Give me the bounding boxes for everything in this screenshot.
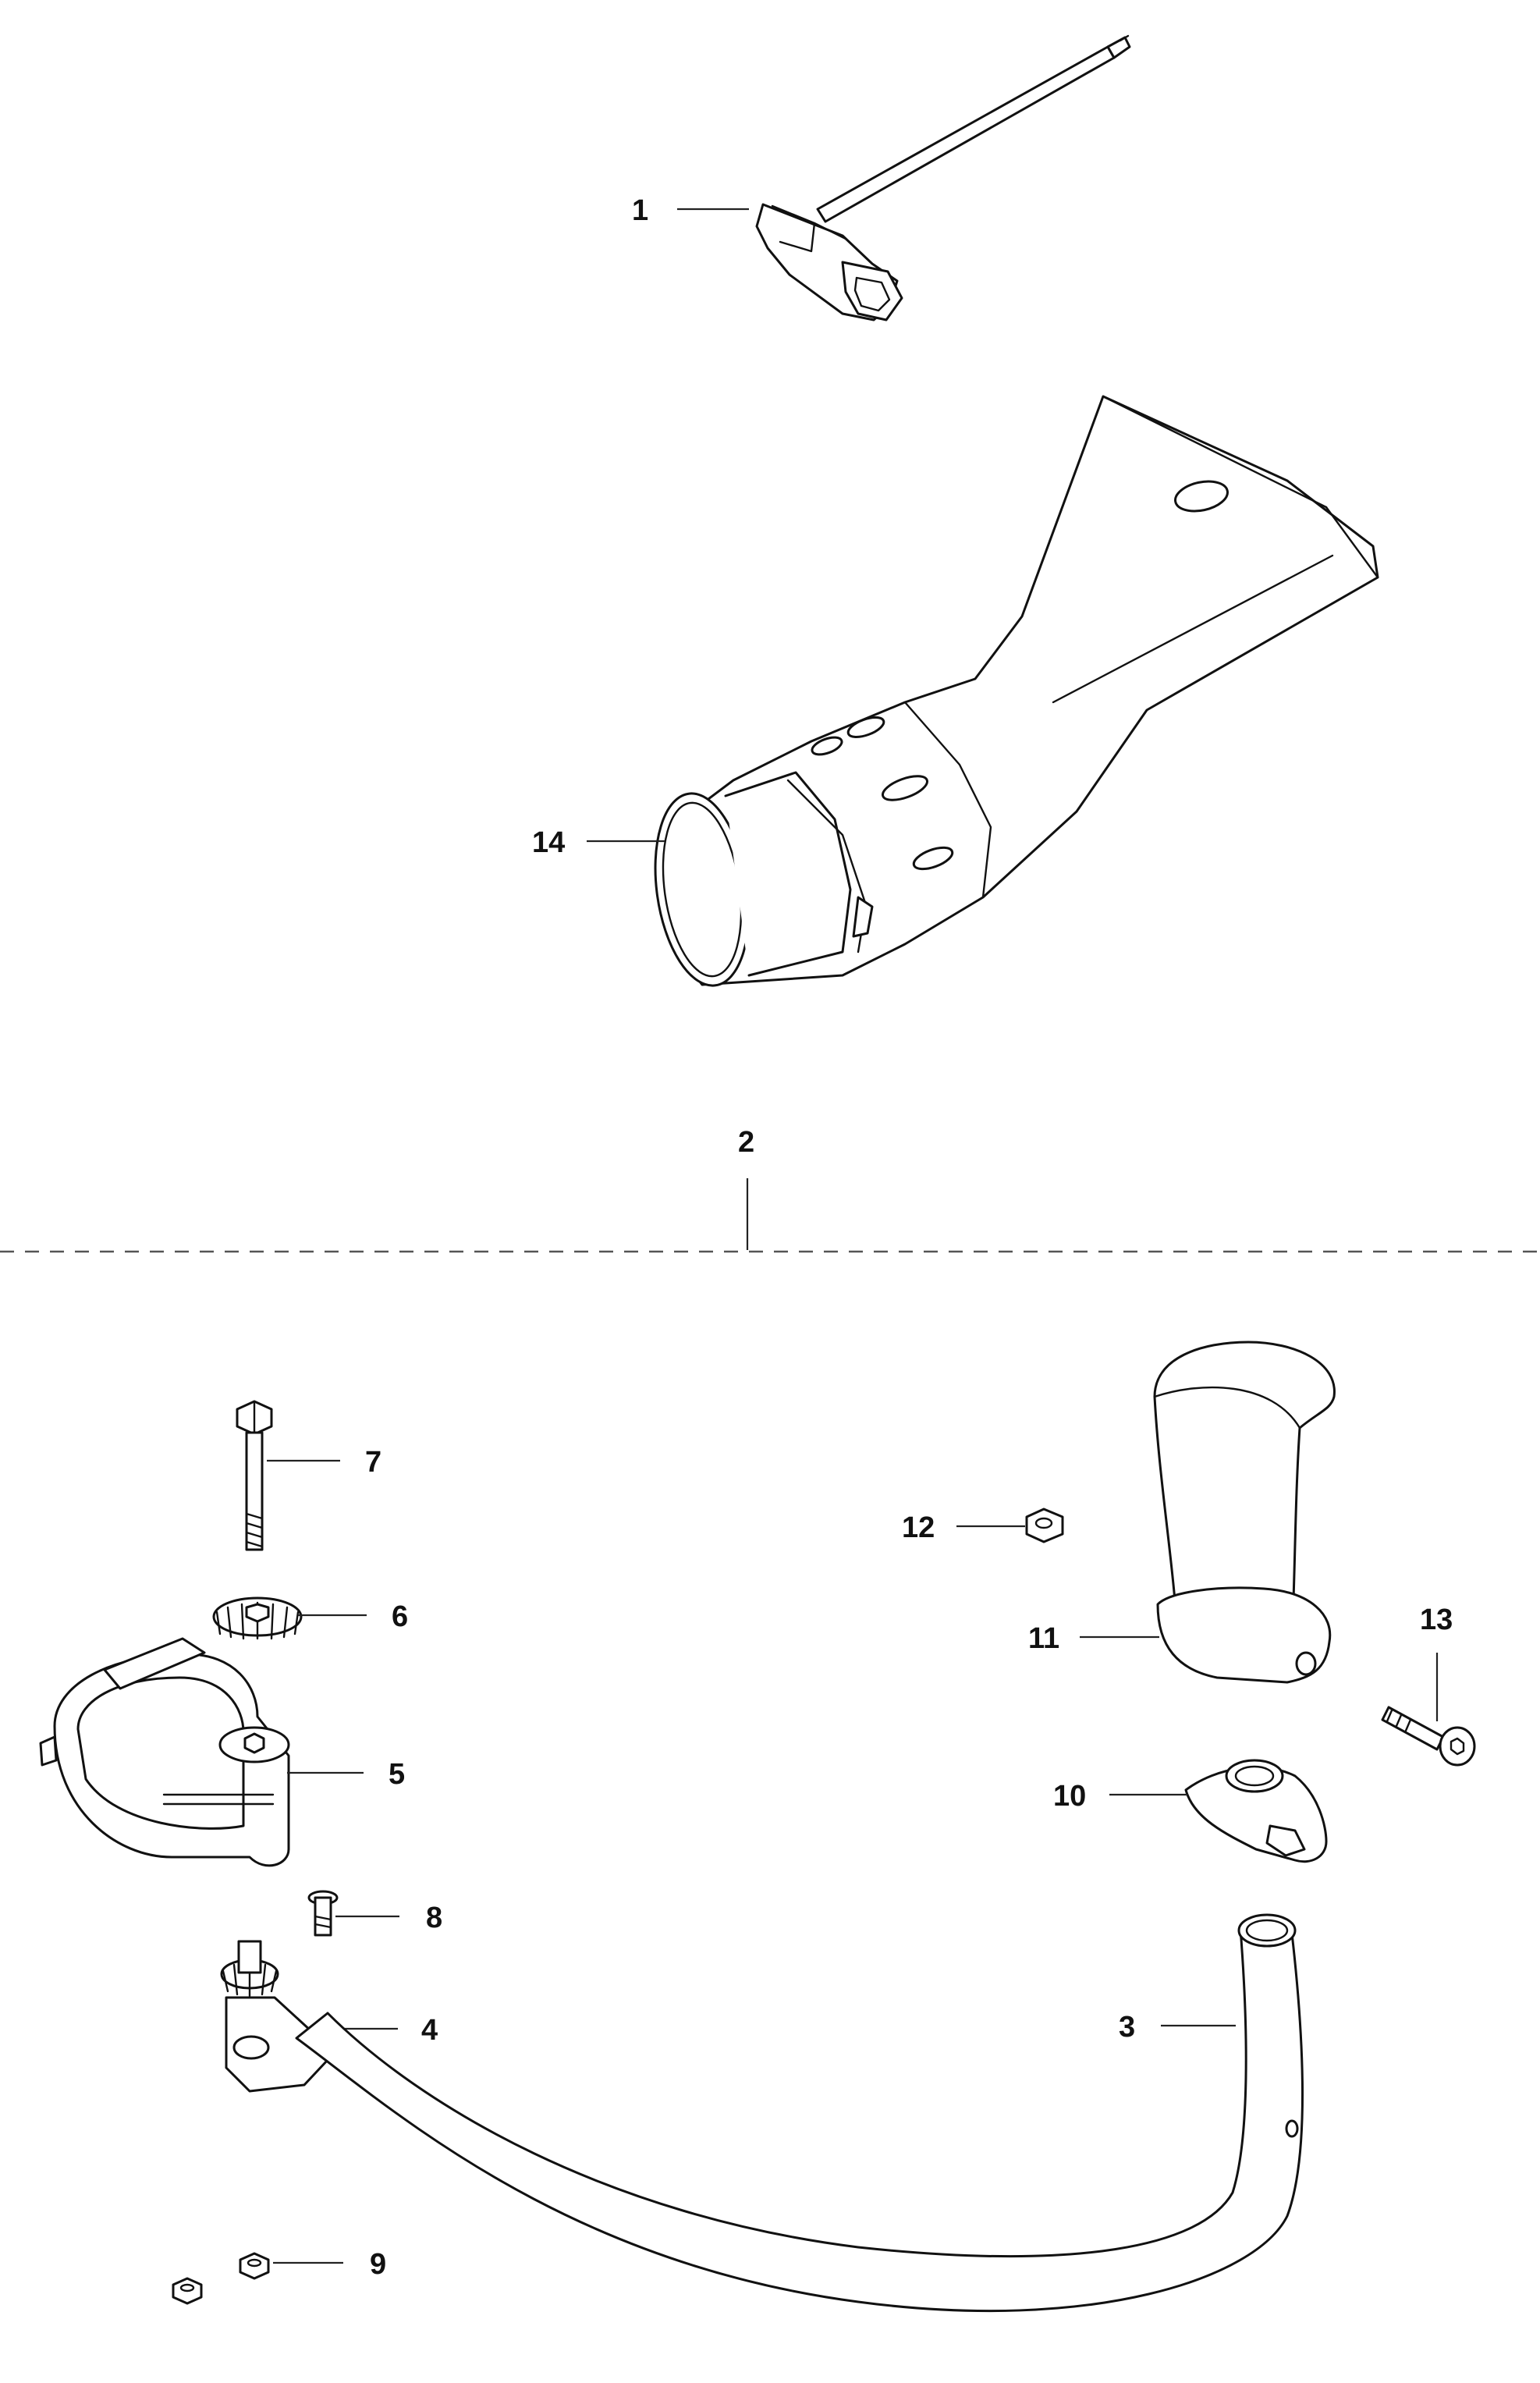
callout-8: 8 [426,1902,442,1934]
callout-10: 10 [1053,1780,1086,1813]
callout-5: 5 [389,1758,405,1791]
part-7-bolt [236,1400,273,1551]
part-13-screw [1381,1706,1476,1767]
callout-3: 3 [1119,2011,1135,2044]
part-6-star-washer [212,1596,303,1640]
callout-2: 2 [738,1126,754,1159]
part-11-grip [1153,1341,1336,1684]
part-1-t-wrench [755,34,1131,321]
part-9-nuts [172,2252,270,2305]
part-12-nut [1025,1508,1064,1543]
callout-9: 9 [370,2248,386,2281]
part-5-clamp [39,1637,290,1867]
callout-7: 7 [365,1446,381,1479]
callout-4: 4 [421,2014,438,2047]
callout-1: 1 [632,194,648,227]
callout-6: 6 [392,1600,408,1633]
part-4-bracket [220,1940,329,2093]
part-10-grip-base [1184,1759,1328,1863]
callout-11: 11 [1028,1622,1059,1655]
part-8-screw [307,1890,339,1937]
part-14-nozzle [654,395,1379,987]
callout-13: 13 [1420,1603,1453,1636]
part-3-loop-handle [295,1913,1304,2313]
callout-14: 14 [532,826,565,859]
callout-12: 12 [902,1511,935,1544]
